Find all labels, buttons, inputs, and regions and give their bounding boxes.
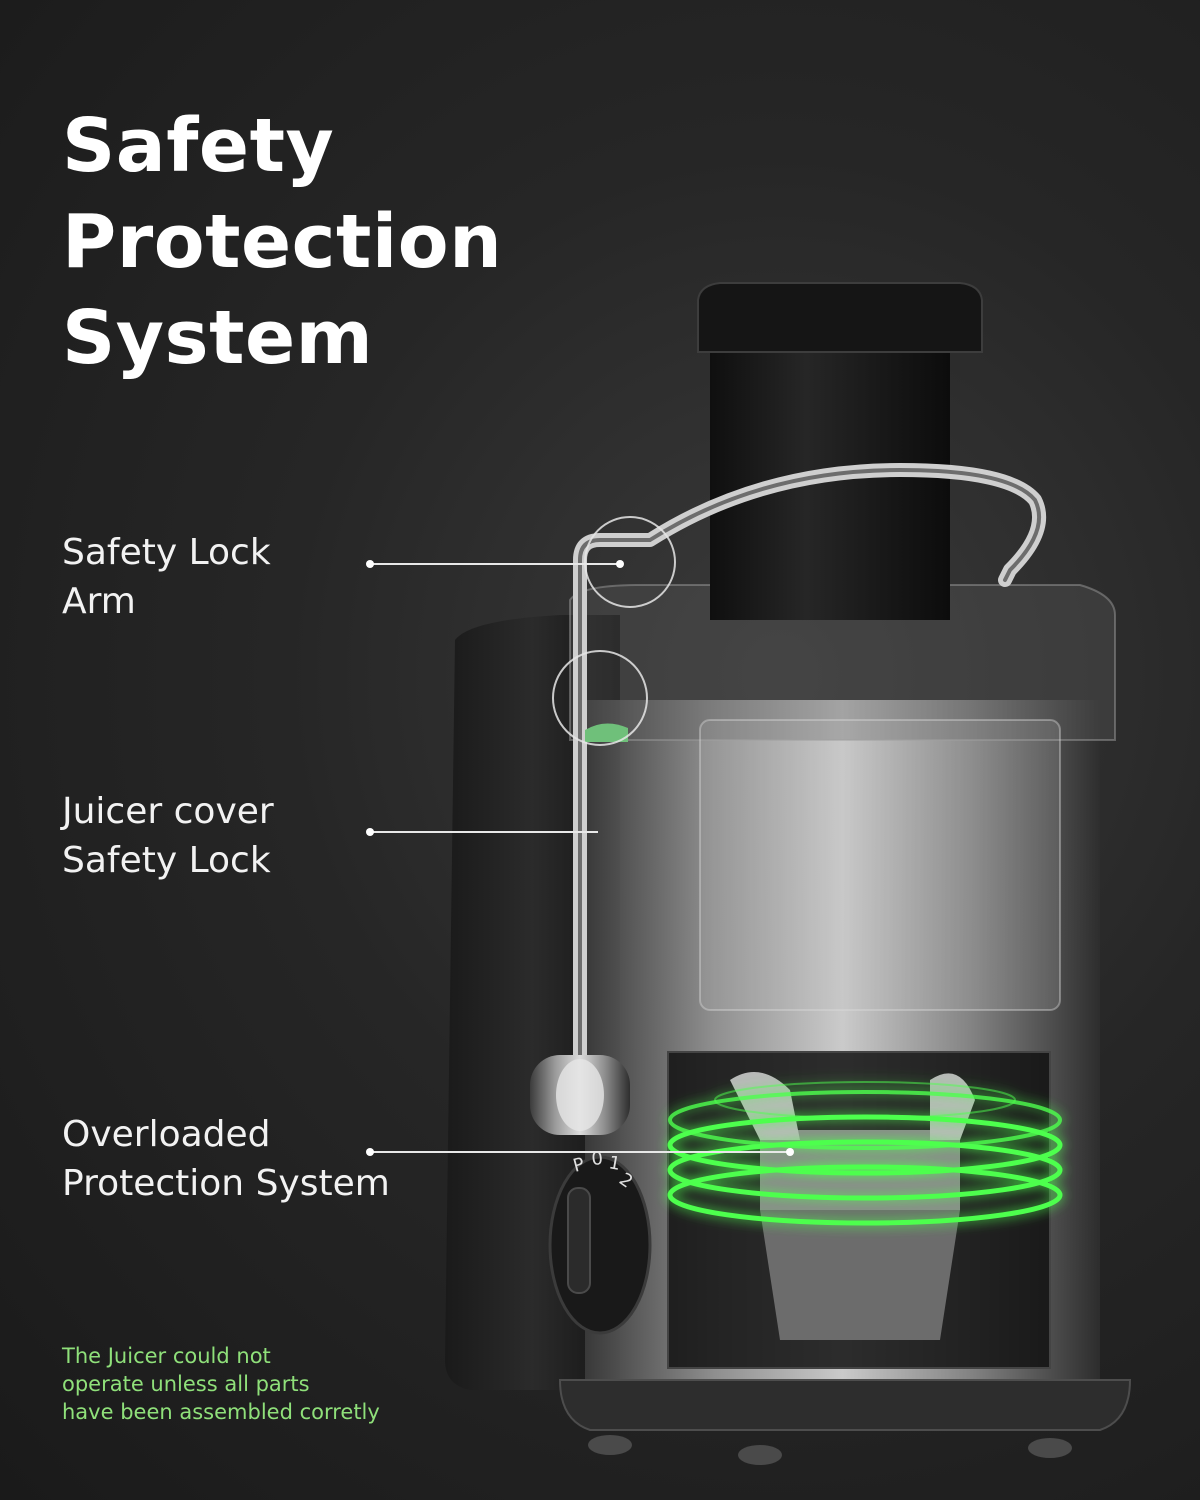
note-line: have been assembled corretly [62,1400,380,1424]
title-line-1: Safety Protection [62,103,503,285]
motor-blade-right [930,1073,975,1140]
juicer-base [558,1379,1132,1431]
lock-arm-highlight-circle [584,516,676,608]
lock-arm-shade [578,467,1042,1072]
dial-knob [567,1187,591,1294]
note-line: operate unless all parts [62,1372,310,1396]
callout-juicer-cover-safety-lock: Juicer cover Safety Lock [62,787,274,885]
callout-line: Safety Lock [62,532,271,573]
note-line: The Juicer could not [62,1344,271,1368]
assembly-note: The Juicer could not operate unless all … [62,1342,380,1426]
cover-lock-highlight-circle [552,650,648,746]
callout-line: Safety Lock [62,840,271,881]
lock-indicator [585,723,628,742]
inner-basket [699,719,1061,1011]
pointer-end-overload [786,1148,794,1156]
foot-left [588,1435,632,1455]
callout-line: Juicer cover [62,791,274,832]
callout-line: Arm [62,581,136,622]
pointer-dot-overload [366,1148,374,1156]
pivot-highlight [556,1059,604,1131]
callout-safety-lock-arm: Safety Lock Arm [62,528,271,626]
title-line-2: System [62,295,374,381]
pointer-dot-cover-lock [366,828,374,836]
callout-line: Protection System [62,1163,390,1204]
callout-overloaded-protection-system: Overloaded Protection System [62,1110,390,1208]
dial-mark-1: 1 [607,1152,622,1175]
pusher-cap [697,282,983,353]
pointer-end-lock-arm [616,560,624,568]
overload-glow-rings [667,1081,1063,1226]
dial-mark-0: 0 [591,1148,604,1170]
foot-right [1028,1438,1072,1458]
foot-front [738,1445,782,1465]
pointer-dot-lock-arm [366,560,374,568]
callout-line: Overloaded [62,1114,271,1155]
page-title: Safety Protection System [62,98,762,386]
motor-base [760,1210,960,1340]
